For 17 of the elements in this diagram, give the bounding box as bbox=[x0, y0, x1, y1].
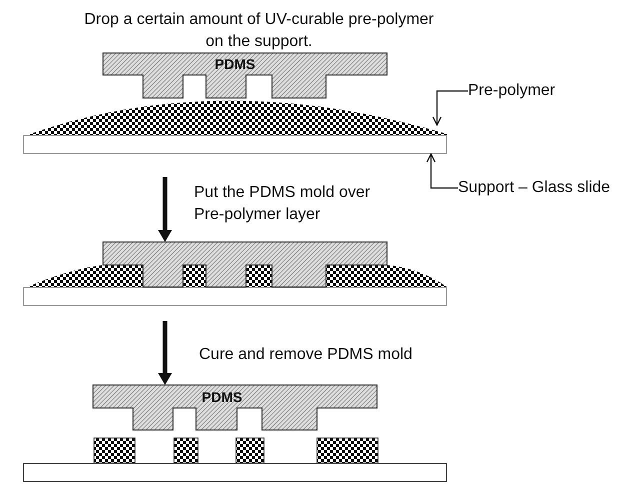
process-arrow bbox=[158, 321, 172, 385]
glass-slide bbox=[23, 287, 447, 306]
material-label: PDMS bbox=[214, 56, 256, 72]
process-arrow bbox=[158, 177, 172, 242]
pdms-mold bbox=[93, 385, 377, 430]
material-label: PDMS bbox=[202, 389, 242, 405]
prepolymer-layer bbox=[27, 265, 447, 287]
part-label: Pre-polymer bbox=[468, 81, 556, 101]
glass-slide bbox=[23, 135, 447, 154]
glass-slide bbox=[23, 463, 447, 482]
pdms-mold bbox=[103, 242, 387, 287]
step-caption: Drop a certain amount of UV-curable pre-polymer on the support. bbox=[83, 10, 435, 52]
leader-line bbox=[432, 90, 468, 126]
prepolymer-layer bbox=[27, 101, 447, 135]
pdms-mold bbox=[103, 53, 387, 98]
part-label: Support – Glass slide bbox=[458, 178, 610, 198]
leader-line bbox=[426, 153, 458, 189]
